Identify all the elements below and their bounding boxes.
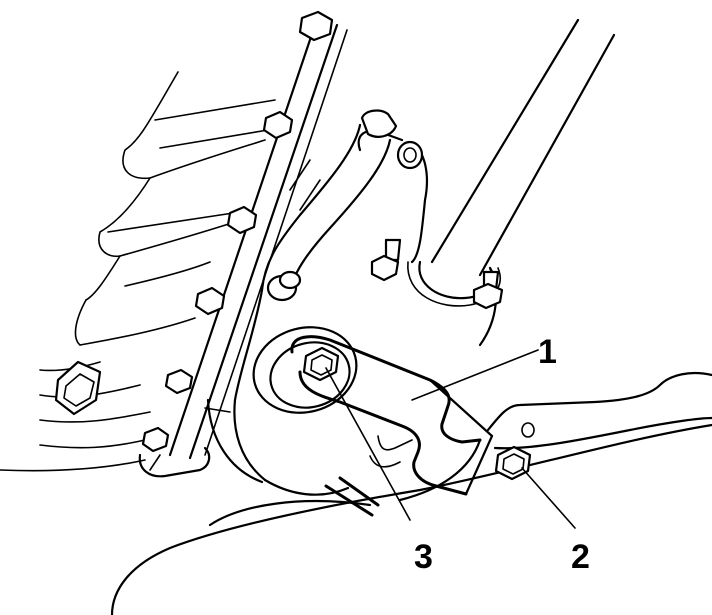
upper-pivot-bolt xyxy=(360,109,424,170)
bolt-icon xyxy=(194,286,226,316)
leader-lines xyxy=(325,349,576,529)
leader-line-2 xyxy=(521,467,576,529)
bolt-icon xyxy=(164,368,194,395)
arm-bolt xyxy=(302,346,340,382)
bracket-bolts xyxy=(141,10,334,453)
shock-absorber xyxy=(407,18,616,307)
mounting-plate xyxy=(110,371,712,615)
stud-icon xyxy=(370,238,402,282)
callout-label-1: 1 xyxy=(538,333,557,371)
stabilizer-bracket-bar xyxy=(138,23,348,478)
stud-bolts xyxy=(266,238,504,310)
bolt-icon xyxy=(262,110,294,140)
callout-label-3: 3 xyxy=(414,538,433,576)
stud-icon xyxy=(266,270,302,302)
stud-icon xyxy=(472,270,504,310)
bushing-ring xyxy=(252,326,358,414)
bolt-icon xyxy=(226,205,258,235)
bolt-icon xyxy=(141,426,170,453)
bracket-bolt-head-left xyxy=(54,360,102,416)
leader-line-1 xyxy=(411,349,539,401)
bolt-icon xyxy=(298,10,334,42)
mounting-bolt xyxy=(494,445,532,481)
leader-line-3 xyxy=(325,367,411,521)
callout-label-2: 2 xyxy=(571,538,590,576)
